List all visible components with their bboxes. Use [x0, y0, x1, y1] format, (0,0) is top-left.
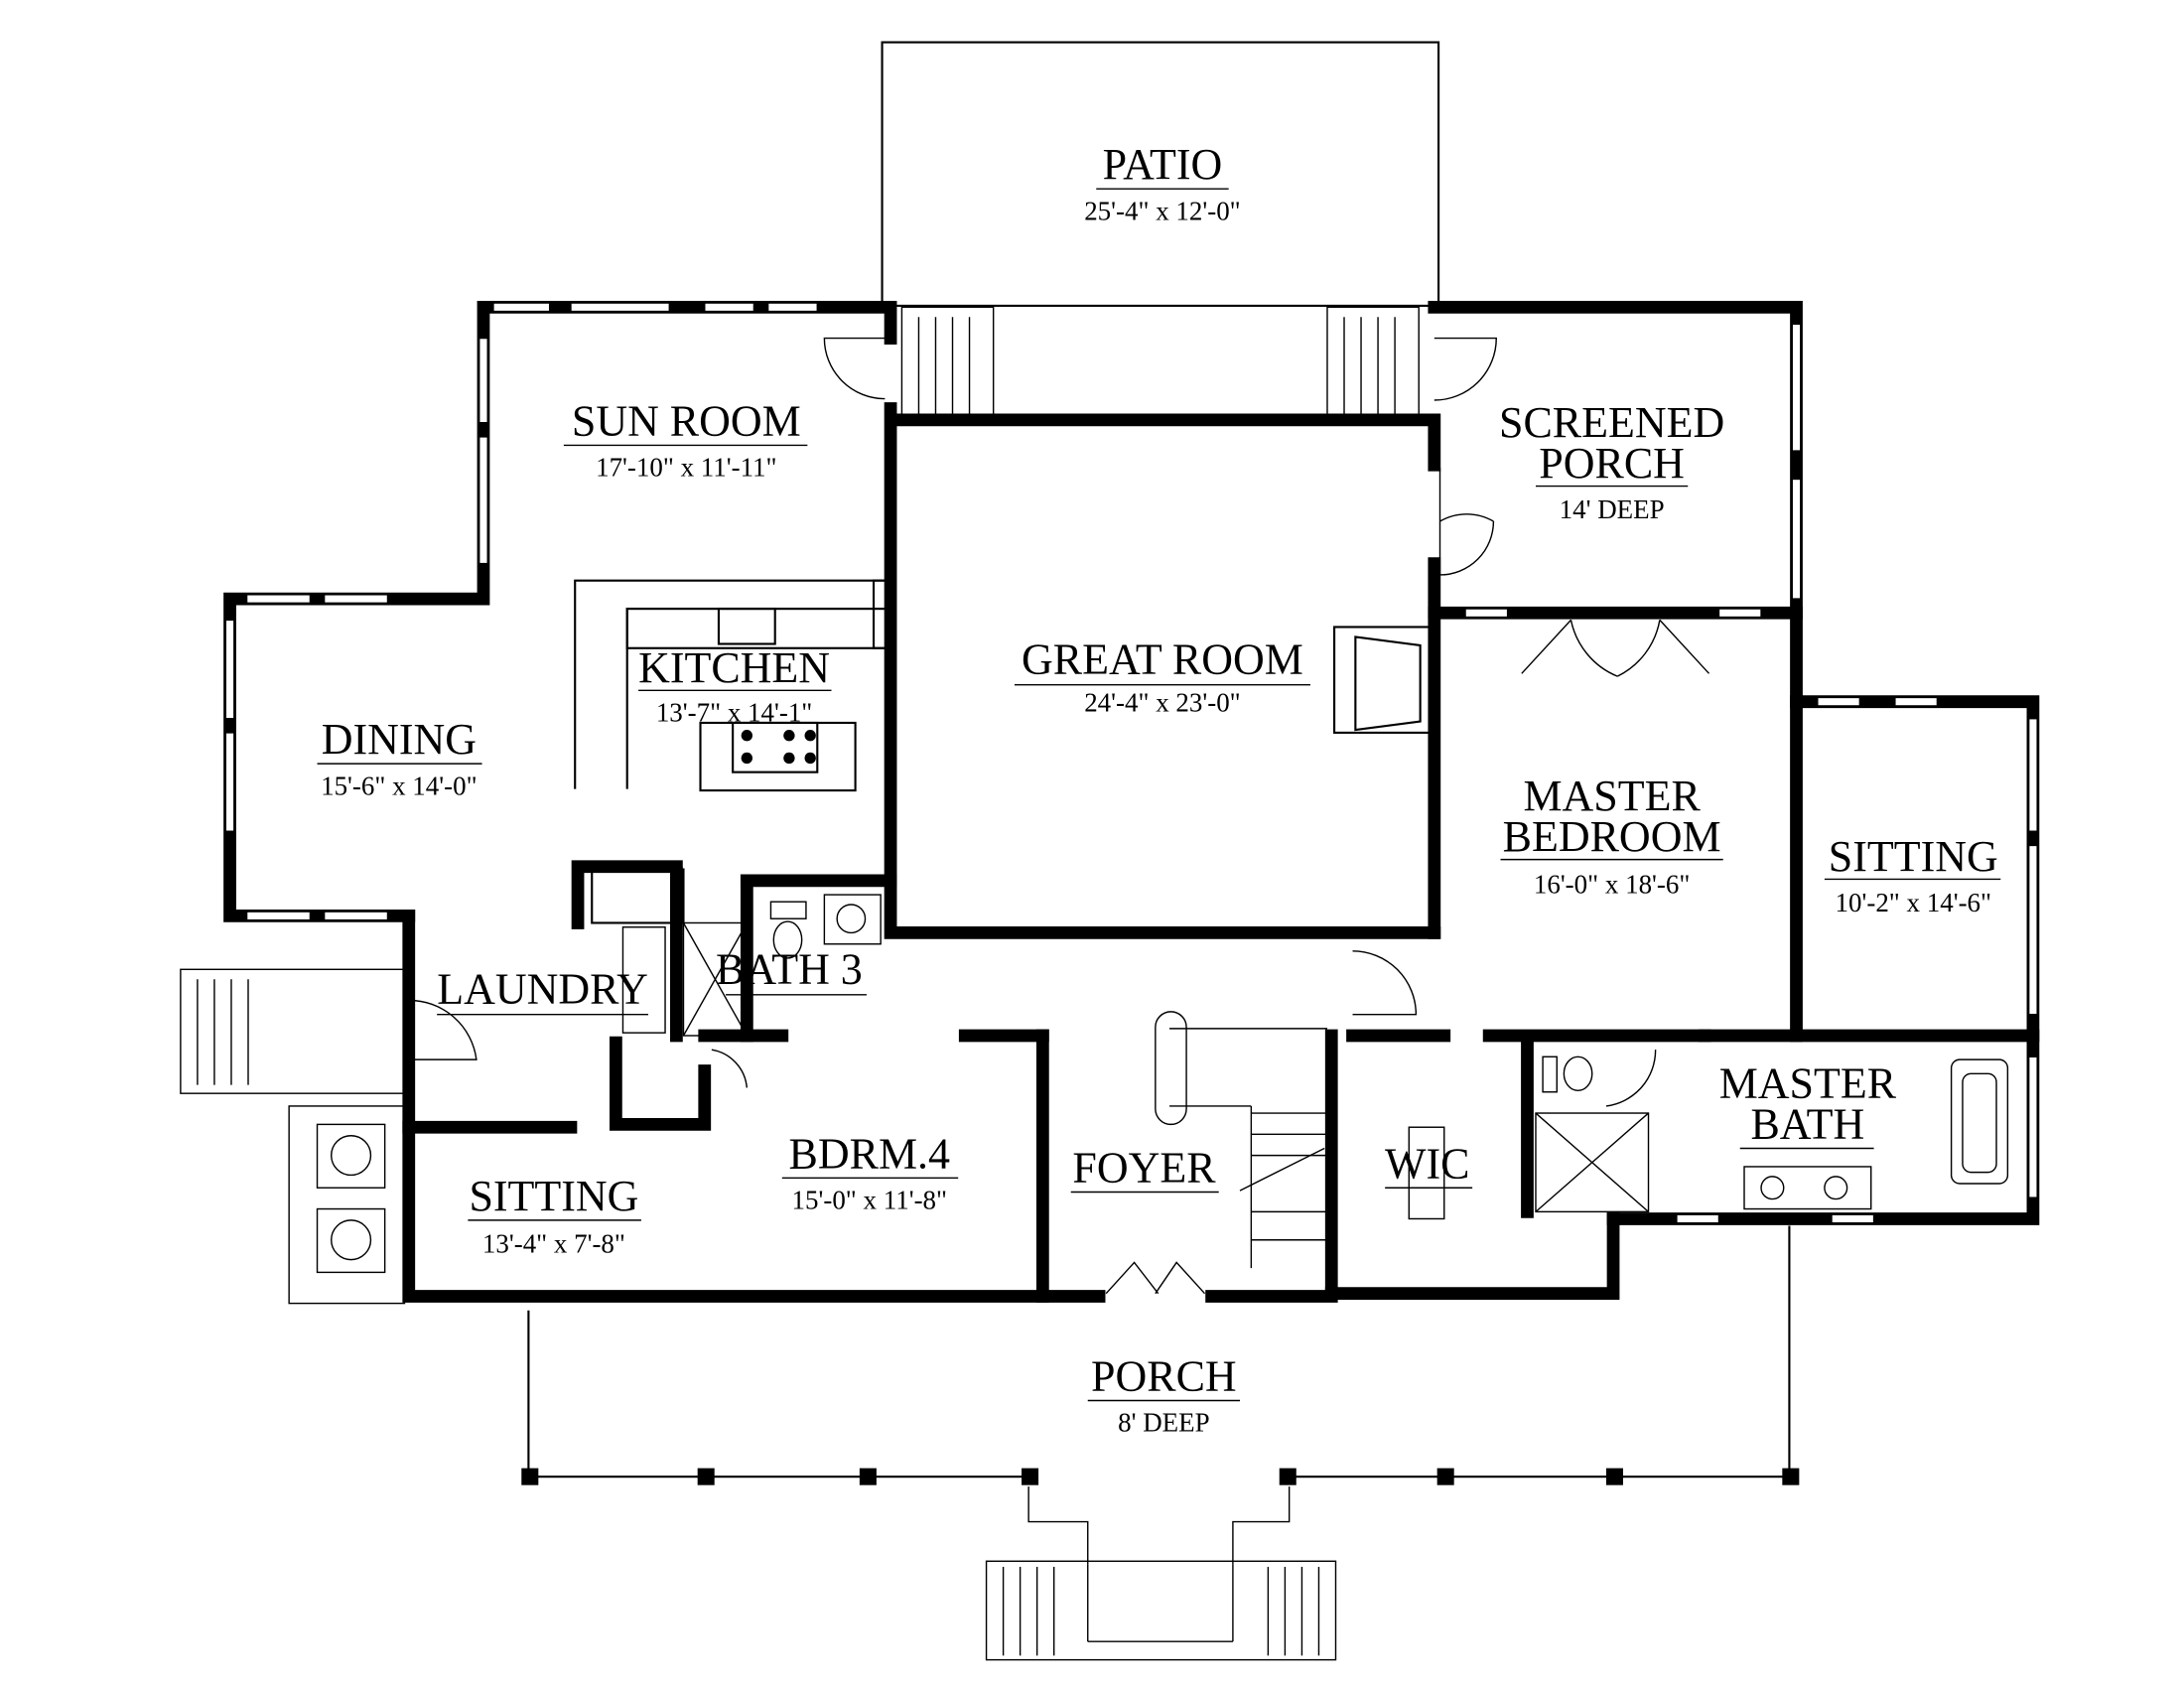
room-master-bath: MASTER BATH [1719, 1058, 1897, 1150]
room-foyer: FOYER [1070, 1144, 1219, 1194]
room-screened-porch: SCREENED PORCH 14' DEEP [1499, 398, 1724, 524]
windows [224, 302, 2038, 1224]
room-bdrm-4: BDRM.4 15'-0" x 11'-8" [781, 1129, 959, 1215]
room-name: BEDROOM [1503, 812, 1721, 861]
kitchen-counters [574, 579, 892, 924]
room-sitting-master: SITTING 10'-2" x 14'-6" [1824, 832, 2001, 917]
room-name: KITCHEN [638, 643, 830, 692]
room-name: GREAT ROOM [1022, 634, 1303, 683]
room-name: PORCH [1539, 439, 1685, 488]
room-sun-room: SUN ROOM 17'-10" x 11'-11" [563, 396, 808, 483]
room-name: MASTER [1523, 772, 1701, 820]
room-name: BATH 3 [716, 944, 863, 993]
room-size: 25'-4" x 12'-0" [1084, 196, 1240, 225]
room-patio: PATIO 25'-4" x 12'-0" [1084, 140, 1240, 225]
room-name: SUN ROOM [572, 396, 801, 445]
room-name: SCREENED [1499, 398, 1724, 447]
room-sitting-left: SITTING 13'-4" x 7'-8" [468, 1172, 641, 1259]
room-wic: WIC [1385, 1139, 1473, 1189]
room-size: 24'-4" x 23'-0" [1084, 688, 1240, 718]
side-steps [180, 968, 407, 1094]
room-name: DINING [322, 715, 477, 764]
room-name: BATH [1750, 1100, 1864, 1149]
room-name: SITTING [469, 1172, 638, 1220]
room-great-room: GREAT ROOM 24'-4" x 23'-0" [1014, 634, 1310, 718]
room-size: 16'-0" x 18'-6" [1534, 870, 1690, 900]
patio-outline [881, 41, 1440, 307]
front-steps [985, 1486, 1337, 1661]
ac-units [288, 1105, 406, 1305]
doors [408, 337, 1710, 1295]
room-name: PATIO [1103, 140, 1223, 189]
room-size: 8' DEEP [1118, 1408, 1209, 1438]
room-size: 15'-0" x 11'-8" [792, 1186, 947, 1215]
room-laundry: LAUNDRY [437, 964, 649, 1016]
room-name: PORCH [1091, 1352, 1237, 1401]
front-porch-outline [521, 1225, 1800, 1485]
room-master-bedroom: MASTER BEDROOM 16'-0" x 18'-6" [1500, 772, 1723, 900]
rear-steps-right [1326, 306, 1420, 418]
room-name: WIC [1385, 1139, 1469, 1188]
room-size: 10'-2" x 14'-6" [1836, 888, 1991, 917]
room-size: 13'-4" x 7'-8" [482, 1229, 625, 1259]
bath-fixtures [621, 894, 2009, 1220]
room-name: SITTING [1829, 832, 1998, 881]
staircase [1155, 1011, 1327, 1269]
room-size: 13'-7" x 14'-1" [656, 698, 812, 728]
room-kitchen: KITCHEN 13'-7" x 14'-1" [638, 643, 832, 728]
stove-burners [741, 730, 816, 765]
room-porch: PORCH 8' DEEP [1087, 1352, 1240, 1438]
room-bath-3: BATH 3 [716, 944, 867, 996]
room-name: FOYER [1072, 1144, 1216, 1193]
room-name: LAUNDRY [437, 964, 648, 1013]
room-size: 14' DEEP [1560, 494, 1665, 524]
room-dining: DINING 15'-6" x 14'-0" [317, 715, 482, 800]
fireplace [1333, 626, 1434, 734]
rear-steps-left [900, 306, 995, 418]
room-size: 15'-6" x 14'-0" [321, 771, 477, 800]
room-name: MASTER [1719, 1058, 1897, 1107]
exterior-walls [223, 300, 2040, 1303]
room-size: 17'-10" x 11'-11" [596, 453, 776, 483]
room-name: BDRM.4 [789, 1129, 950, 1178]
